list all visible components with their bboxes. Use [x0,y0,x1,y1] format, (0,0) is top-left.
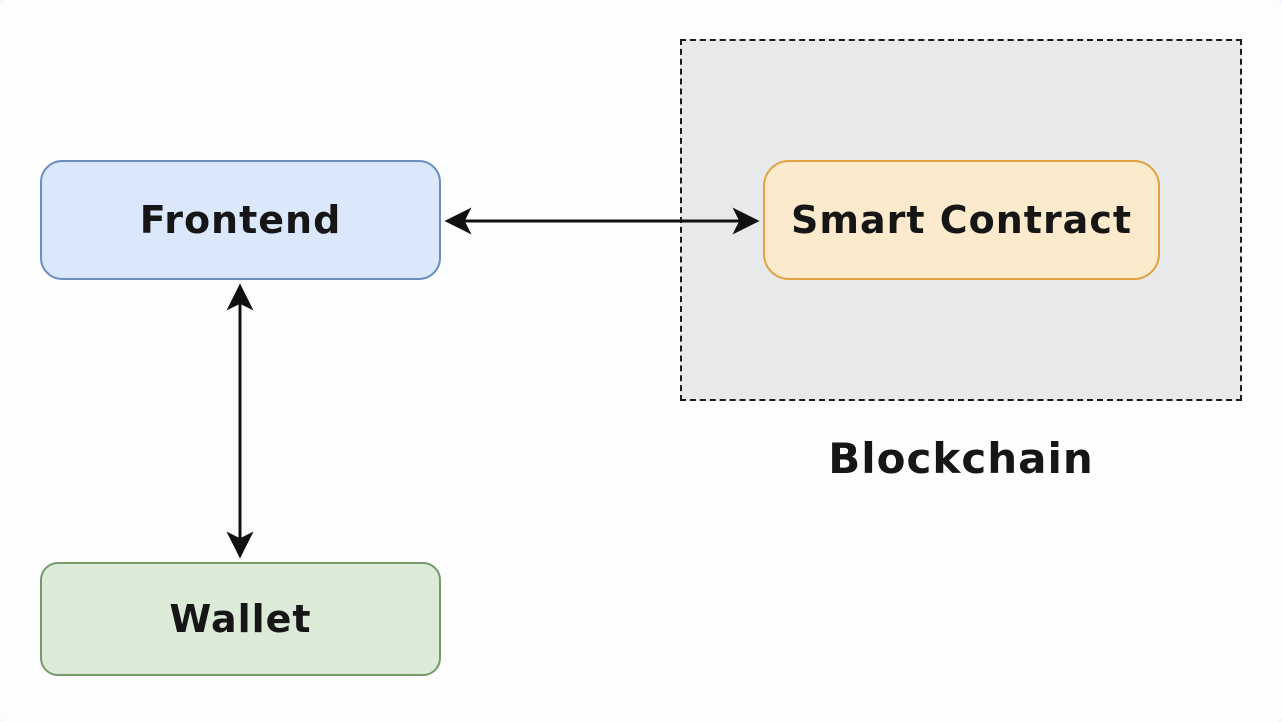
smart-contract-node-label: Smart Contract [790,198,1133,242]
smart-contract-node: Smart Contract [763,160,1160,280]
frontend-node-label: Frontend [139,198,342,242]
wallet-node: Wallet [40,562,441,676]
frontend-node: Frontend [40,160,441,280]
blockchain-label: Blockchain [828,434,1094,483]
wallet-node-label: Wallet [169,597,312,641]
